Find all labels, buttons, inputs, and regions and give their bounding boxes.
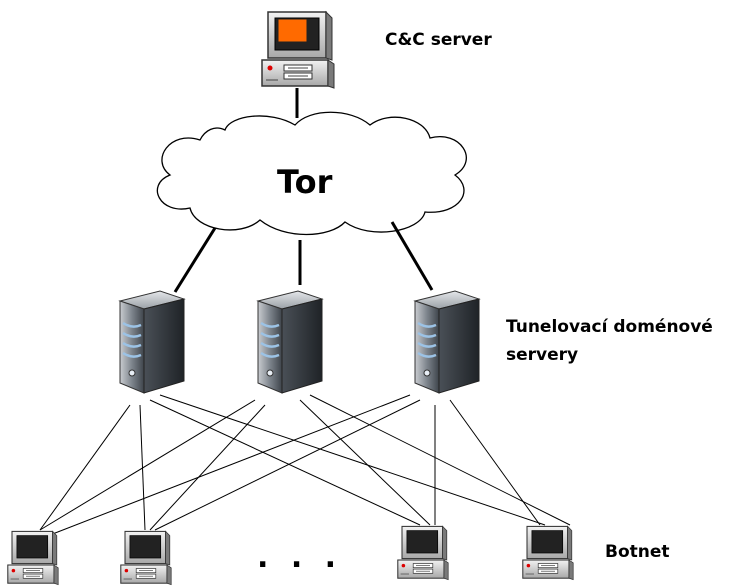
bot-computer-4-icon: [522, 525, 574, 581]
botnet-mesh-links: [39, 394, 571, 536]
tor-links: [173, 221, 434, 293]
tor-cloud-icon: [156, 111, 467, 236]
tunnel-server-1-icon: [118, 289, 186, 395]
bot-computer-1-icon: [7, 530, 59, 586]
ellipsis-label: . . .: [257, 540, 343, 575]
cc-server-label: C&C server: [385, 30, 492, 50]
botnet-label: Botnet: [605, 542, 670, 562]
bot-computer-2-icon: [120, 530, 172, 586]
tunnel-server-2-icon: [256, 289, 324, 395]
tor-label: Tor: [277, 163, 333, 201]
tunnel-servers-label: Tunelovací doménové servery: [506, 317, 713, 365]
bot-computer-3-icon: [397, 525, 449, 581]
cc-server-computer-icon: [261, 11, 335, 89]
tunnel-server-3-icon: [413, 289, 481, 395]
